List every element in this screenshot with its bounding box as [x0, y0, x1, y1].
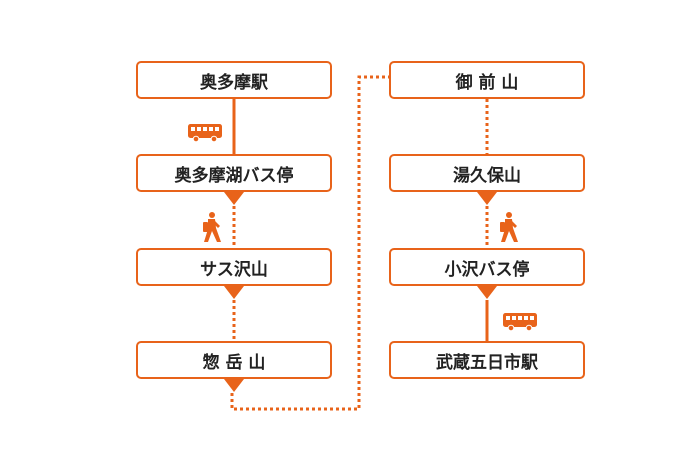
- bus-icon: [503, 313, 537, 332]
- down-arrow-marker: [477, 286, 497, 299]
- stop-label: 湯久保山: [453, 165, 521, 186]
- bus-icon: [188, 124, 222, 143]
- stop-label: サス沢山: [200, 259, 268, 280]
- down-arrow-marker: [224, 286, 244, 299]
- stop-label: 小沢バス停: [444, 259, 530, 280]
- hiker-icon: [500, 212, 518, 242]
- stop-box-sogakusan: 惣 岳 山: [136, 341, 332, 379]
- stop-label: 奥多摩湖バス停: [174, 165, 294, 186]
- down-arrow-marker: [224, 379, 244, 392]
- stop-box-okutama-station: 奥多摩駅: [136, 61, 332, 99]
- stop-box-musashi-itsukaichi-station: 武蔵五日市駅: [389, 341, 585, 379]
- hiker-icon: [203, 212, 221, 242]
- down-arrow-marker: [224, 192, 244, 205]
- stop-box-okutama-lake-bus-stop: 奥多摩湖バス停: [136, 154, 332, 192]
- stop-box-ozawa-bus-stop: 小沢バス停: [389, 248, 585, 286]
- stop-label: 武蔵五日市駅: [436, 352, 538, 373]
- stop-box-gozenyama: 御 前 山: [389, 61, 585, 99]
- stop-box-yukubosan: 湯久保山: [389, 154, 585, 192]
- stop-label: 奥多摩駅: [200, 72, 268, 93]
- down-arrow-marker: [477, 192, 497, 205]
- stop-box-sasuzawayama: サス沢山: [136, 248, 332, 286]
- stop-label: 惣 岳 山: [202, 352, 266, 373]
- stop-label: 御 前 山: [455, 72, 519, 93]
